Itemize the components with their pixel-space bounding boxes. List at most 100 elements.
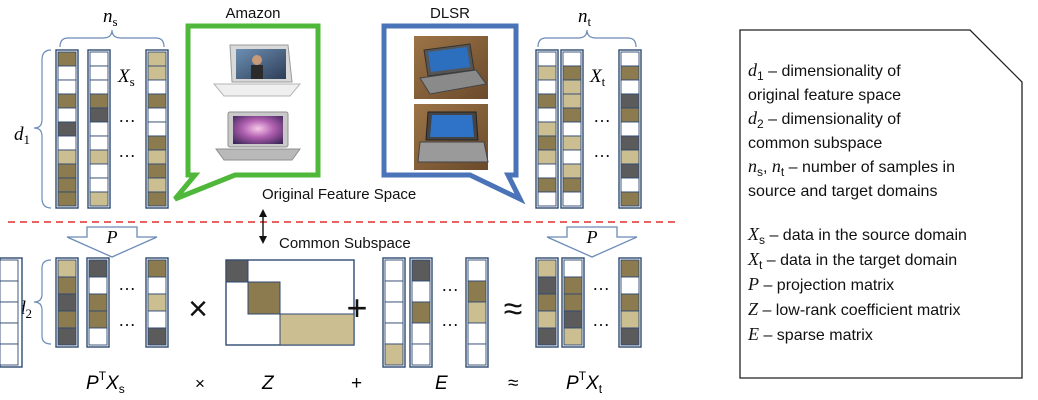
matrix-cell (147, 276, 167, 295)
matrix-cell (620, 149, 640, 165)
matrix-cell (147, 177, 167, 193)
matrix-cell (562, 177, 582, 193)
legend-definition-1-continued: original feature space (748, 87, 901, 104)
matrix-cell (57, 121, 77, 137)
matrix-cell (620, 107, 640, 123)
dim2-brace (33, 259, 52, 345)
common-subspace-label: Common Subspace (279, 235, 411, 252)
target-matrix-label: Xt (589, 66, 606, 89)
amazon-laptop-image (212, 44, 302, 97)
matrix-cell (88, 276, 108, 295)
legend-symbol-4: Z – low-rank coefficient matrix (748, 299, 960, 319)
matrix-cell (88, 259, 108, 278)
dslr-laptop-photo (414, 36, 488, 99)
amazon-callout: Amazon (173, 5, 321, 202)
sparse-matrix-ellipsis: … (441, 275, 459, 295)
target-count-label: nt (578, 6, 592, 29)
matrix-cell (620, 327, 640, 346)
legend-definition-3: ns​, nt​ – number of samples in (748, 156, 955, 179)
matrix-cell (88, 327, 108, 346)
matrix-cell (537, 310, 557, 329)
matrix-cell (620, 310, 640, 329)
matrix-cell (537, 51, 557, 67)
legend-symbol-1: Xs​ – data in the source domain (747, 224, 967, 247)
legend-symbol-2: Xt​ – data in the target domain (747, 249, 957, 272)
matrix-cell (57, 93, 77, 109)
target-count-brace (537, 29, 637, 48)
matrix-cell (467, 301, 487, 324)
matrix-cell (89, 79, 109, 95)
matrix-cell (411, 343, 431, 366)
matrix-cell (89, 93, 109, 109)
matrix-cell (620, 121, 640, 137)
matrix-cell (537, 65, 557, 81)
matrix-cell (147, 191, 167, 207)
dslr-label: DLSR (430, 5, 470, 22)
matrix-cell (147, 149, 167, 165)
matrix-cell (562, 121, 582, 137)
matrix-cell (411, 301, 431, 324)
matrix-cell (57, 79, 77, 95)
matrix-cell (537, 135, 557, 151)
matrix-cell (563, 310, 583, 329)
matrix-cell (147, 79, 167, 95)
matrix-cell (147, 121, 167, 137)
matrix-cell (384, 280, 404, 303)
amazon-laptop-image (215, 111, 301, 161)
matrix-cell (147, 163, 167, 179)
target-ellipsis: … (593, 106, 611, 126)
matrix-cell (620, 293, 640, 312)
matrix-cell (562, 149, 582, 165)
matrix-cell (89, 107, 109, 123)
matrix-cell (620, 65, 640, 81)
matrix-cell (537, 191, 557, 207)
svg-text:P: P (586, 227, 598, 247)
legend-symbol-3: P – projection matrix (747, 274, 894, 294)
matrix-cell (620, 177, 640, 193)
matrix-cell (620, 163, 640, 179)
formula-projected-target: PTXt (566, 369, 603, 396)
original-feature-space-label: Original Feature Space (262, 186, 416, 203)
matrix-cell (563, 293, 583, 312)
matrix-cell (620, 51, 640, 67)
matrix-cell (467, 343, 487, 366)
matrix-cell (537, 149, 557, 165)
amazon-label: Amazon (225, 5, 280, 22)
matrix-cell (563, 327, 583, 346)
approx-operator: ≈ (504, 290, 523, 328)
matrix-cell (562, 51, 582, 67)
matrix-cell (562, 135, 582, 151)
formula-projected-source: PTXs (86, 369, 125, 396)
times-operator: × (188, 290, 208, 328)
matrix-cell (537, 93, 557, 109)
matrix-cell (88, 293, 108, 312)
matrix-cell (57, 259, 77, 278)
matrix-cell (57, 51, 77, 67)
source-data-matrix (55, 49, 169, 209)
dslr-callout: DLSR (381, 5, 526, 205)
matrix-cell (411, 322, 431, 345)
matrix-cell (537, 276, 557, 295)
projected-source-ellipsis: … (118, 310, 136, 330)
source-matrix-label: Xs (117, 66, 135, 89)
projected-source-ellipsis: … (118, 274, 136, 294)
dslr-laptop-photo (414, 104, 489, 170)
matrix-cell (147, 93, 167, 109)
svg-text:P: P (106, 227, 118, 247)
matrix-cell (89, 135, 109, 151)
matrix-cell (620, 276, 640, 295)
matrix-cell (89, 163, 109, 179)
plus-operator: + (346, 287, 367, 328)
projection-arrow-right: P (546, 226, 638, 258)
dim1-brace (33, 49, 52, 209)
matrix-cell (0, 343, 19, 366)
matrix-cell (57, 135, 77, 151)
source-ellipsis: … (118, 106, 136, 126)
source-count-brace (59, 29, 165, 48)
matrix-cell (537, 293, 557, 312)
formula-plus: + (351, 373, 362, 394)
matrix-cell (0, 280, 19, 303)
matrix-cell (147, 259, 167, 278)
